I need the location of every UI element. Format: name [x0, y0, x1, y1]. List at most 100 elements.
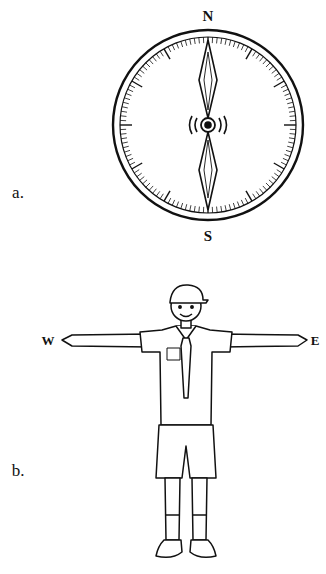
eye	[191, 306, 193, 308]
compass-tick	[286, 150, 292, 152]
sock-tops	[166, 514, 206, 516]
compass-tick	[126, 154, 132, 156]
compass-tick	[203, 37, 204, 43]
shorts	[156, 425, 216, 478]
compass-tick	[137, 173, 142, 177]
figure-letter: a.	[12, 184, 24, 201]
compass-tick	[120, 124, 132, 125]
boy-figure	[62, 285, 307, 557]
compass-tick	[245, 47, 248, 52]
compass-tick	[122, 142, 128, 143]
compass-tick	[126, 93, 132, 95]
compass-tick	[194, 38, 196, 44]
compass-tick	[198, 207, 200, 213]
compass-tick	[281, 85, 286, 88]
compass-tick	[285, 154, 291, 156]
compass-tick	[153, 189, 157, 194]
compass-tick	[274, 173, 279, 177]
compass-tick	[290, 115, 296, 117]
compass-tick	[289, 111, 295, 113]
needle-south	[199, 132, 217, 210]
compass-tick	[225, 39, 226, 45]
compass-tick	[216, 37, 218, 43]
compass-tick	[256, 191, 260, 196]
needle-north	[199, 40, 217, 118]
compass-tick	[143, 180, 147, 184]
compass-tick	[212, 37, 213, 43]
compass-tick	[172, 200, 174, 205]
compass-tick	[253, 194, 256, 199]
compass-tick	[274, 163, 284, 169]
compass-tick	[203, 207, 204, 213]
compass-tick	[168, 47, 171, 52]
compass-tick	[229, 204, 231, 210]
compass-tick	[121, 111, 127, 113]
compass-tick	[285, 93, 291, 95]
compass-tick	[164, 49, 170, 59]
compass-tick	[288, 142, 294, 143]
compass-tick	[120, 133, 126, 135]
compass-tick	[132, 163, 142, 169]
compass-tick	[263, 186, 267, 190]
compass-tick	[194, 206, 196, 212]
compass-tick	[124, 150, 130, 152]
compass-tick	[266, 183, 270, 187]
needle-north-inner	[204, 52, 212, 110]
compass-tick	[288, 107, 294, 108]
compass-tick	[128, 89, 133, 91]
compass-tick	[277, 170, 282, 173]
right-arm	[222, 334, 307, 347]
pocket	[167, 348, 180, 360]
compass-tick	[132, 81, 142, 87]
compass-ticks	[120, 37, 296, 213]
compass-tick	[263, 60, 267, 64]
compass-tick	[149, 186, 153, 190]
compass-tick	[269, 66, 273, 70]
compass-tick	[198, 37, 200, 43]
compass-tick	[233, 203, 235, 209]
compass-rim	[113, 30, 303, 220]
compass-tick	[176, 43, 178, 49]
compass-tick	[269, 180, 273, 184]
compass-tick	[246, 191, 252, 201]
compass-tick	[266, 63, 270, 67]
compass-tick	[220, 38, 222, 44]
eye	[179, 306, 181, 308]
shirt	[140, 326, 232, 425]
compass-tick	[134, 77, 139, 80]
compass-tick	[123, 146, 129, 148]
compass-tick	[156, 191, 160, 196]
compass-tick	[274, 81, 284, 87]
vibration-marks-right	[219, 116, 227, 134]
compass-tick	[160, 51, 163, 56]
left-arm	[62, 334, 150, 347]
compass-tick	[253, 51, 256, 56]
direction-letter: S	[204, 229, 212, 244]
compass-tick	[260, 57, 264, 62]
compass-tick	[176, 202, 178, 208]
figure-letter: b.	[12, 462, 25, 479]
compass-tick	[137, 73, 142, 77]
compass-tick	[140, 177, 145, 181]
compass-tick	[128, 158, 133, 160]
tie	[181, 338, 191, 398]
compass-tick	[130, 85, 135, 88]
direction-letter: N	[203, 9, 214, 24]
compass-tick	[120, 120, 126, 121]
left-shoe	[156, 540, 182, 557]
direction-letter: E	[311, 334, 320, 347]
compass-tick	[130, 162, 135, 165]
compass-tick	[220, 206, 222, 212]
compass-tick	[185, 40, 187, 46]
compass-tick	[272, 70, 277, 74]
compass-tick	[277, 77, 282, 80]
compass-tick	[190, 205, 191, 211]
compass-tick	[181, 203, 183, 209]
compass-tick	[274, 73, 279, 77]
compass-tick	[164, 191, 170, 201]
compass-tick	[212, 207, 213, 213]
compass-ring	[120, 37, 296, 213]
compass-tick	[156, 54, 160, 59]
compass-tick	[181, 41, 183, 47]
